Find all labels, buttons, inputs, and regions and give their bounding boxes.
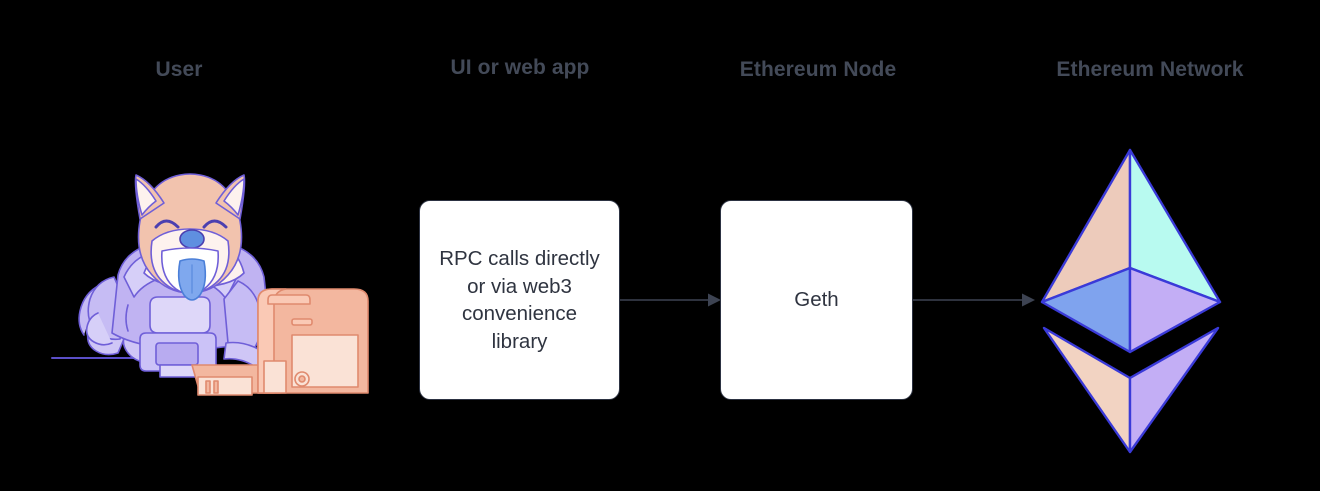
column-label-ethereum-network: Ethereum Network (1056, 58, 1244, 81)
column-label-ui-or-web-app: UI or web app (450, 56, 590, 79)
node-box-rpc-calls-label: RPC calls directly or via web3 convenien… (439, 247, 600, 353)
node-box-geth-label: Geth (794, 288, 839, 312)
ethereum-logo-icon (1030, 140, 1235, 465)
node-box-geth[interactable]: Geth (720, 200, 913, 400)
arrow-rpc-to-geth (620, 290, 724, 310)
arrow-geth-to-network (913, 290, 1039, 310)
node-box-rpc-calls[interactable]: RPC calls directly or via web3 convenien… (419, 200, 620, 400)
doge-at-computer-illustration (40, 165, 380, 410)
column-label-ethereum-node: Ethereum Node (739, 58, 897, 81)
column-label-user: User (155, 58, 203, 81)
